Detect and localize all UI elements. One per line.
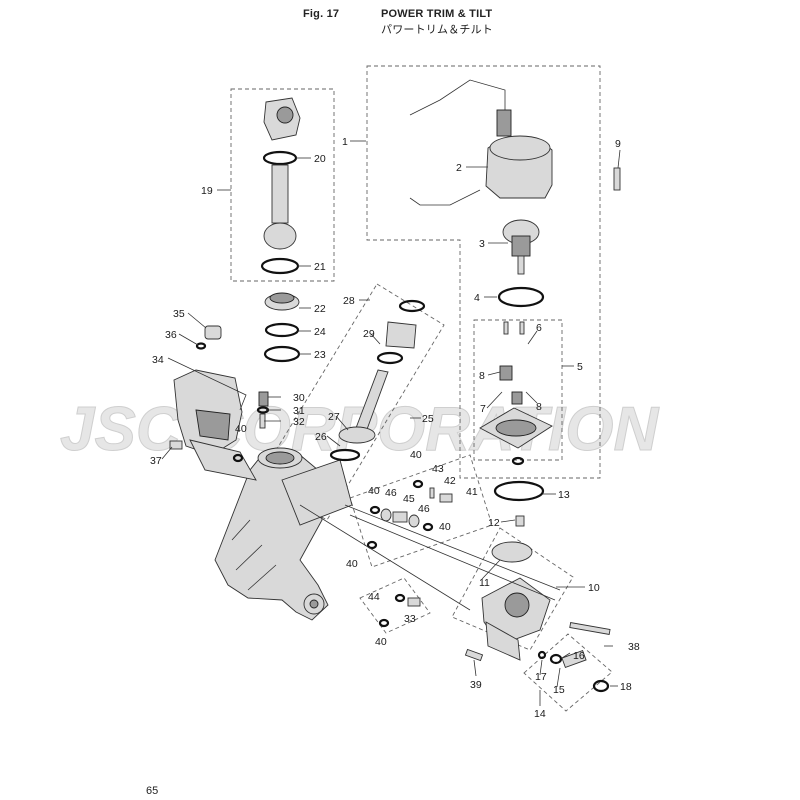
- pump-assembly-frame: [451, 527, 574, 651]
- trim-rod-assembly-frame: [230, 88, 335, 282]
- callout-24: 24: [314, 326, 326, 338]
- callout-19: 19: [201, 185, 213, 197]
- check-valve-frame: [359, 577, 431, 634]
- callout-42: 42: [444, 475, 456, 487]
- callout-26: 26: [315, 431, 327, 443]
- armature-part-3: [497, 219, 545, 308]
- valve-assembly-frame: [349, 454, 493, 568]
- tilt-piston-part-25: [329, 299, 426, 462]
- callout-30: 30: [293, 392, 305, 404]
- callout-14: 14: [534, 708, 546, 720]
- callout-45: 45: [403, 493, 415, 505]
- callout-32: 32: [293, 416, 305, 428]
- pump-part-10: [481, 515, 551, 661]
- diagram-title-japanese: パワートリム＆チルト: [381, 24, 493, 36]
- callout-40f: 40: [375, 636, 387, 648]
- cylinder-seals: [263, 292, 301, 363]
- manual-valve-assembly-frame: [523, 633, 613, 712]
- callout-28: 28: [343, 295, 355, 307]
- callout-39: 39: [470, 679, 482, 691]
- bracket-part-34: [173, 369, 257, 481]
- callout-11: 11: [479, 577, 490, 589]
- callout-4: 4: [474, 292, 480, 304]
- callout-labels: 1 2 3 4 5 6 7 8 8 9 10 11 12 13 14 15 16…: [150, 136, 640, 720]
- callout-18: 18: [620, 681, 632, 693]
- callout-25: 25: [422, 413, 434, 425]
- callout-33: 33: [404, 613, 416, 625]
- callout-12: 12: [488, 517, 500, 529]
- callout-44: 44: [368, 591, 380, 603]
- callout-40e: 40: [346, 558, 358, 570]
- callout-41: 41: [466, 486, 478, 498]
- figure-number: Fig. 17: [303, 8, 340, 20]
- callout-9: 9: [615, 138, 621, 150]
- callout-2: 2: [456, 162, 462, 174]
- tilt-piston-assembly-frame: [257, 283, 445, 521]
- callout-5: 5: [577, 361, 583, 373]
- callout-20: 20: [314, 153, 326, 165]
- trim-rod-part-19: [260, 97, 301, 275]
- callout-10: 10: [588, 582, 600, 594]
- callout-22: 22: [314, 303, 326, 315]
- callout-27: 27: [328, 411, 340, 423]
- page-number: 65: [146, 785, 159, 797]
- callout-21: 21: [314, 261, 326, 273]
- callout-13: 13: [558, 489, 570, 501]
- callout-29: 29: [363, 328, 375, 340]
- callout-31: 31: [293, 405, 305, 417]
- callout-43: 43: [432, 463, 444, 475]
- callout-37: 37: [150, 455, 162, 467]
- callout-16: 16: [573, 650, 585, 662]
- callout-3: 3: [479, 238, 485, 250]
- cylinder-body: [214, 447, 353, 621]
- callout-6: 6: [536, 322, 542, 334]
- callout-38: 38: [628, 641, 640, 653]
- motor-part-2: [409, 79, 553, 206]
- motor-base-assembly-frame: [473, 319, 563, 461]
- diagram-title: POWER TRIM & TILT: [381, 8, 493, 20]
- callout-8a: 8: [479, 370, 485, 382]
- callout-8b: 8: [536, 401, 542, 413]
- callout-34: 34: [152, 354, 164, 366]
- motor-base-part-5: [479, 321, 553, 502]
- callout-40b: 40: [410, 449, 422, 461]
- callout-35: 35: [173, 308, 185, 320]
- callout-46a: 46: [385, 487, 397, 499]
- bolts-and-manual-valve: [464, 167, 621, 693]
- callout-23: 23: [314, 349, 326, 361]
- callout-17: 17: [535, 671, 547, 683]
- callout-36: 36: [165, 329, 177, 341]
- motor-assembly-frame: [366, 65, 601, 479]
- callout-7: 7: [480, 403, 486, 415]
- callout-15: 15: [553, 684, 565, 696]
- callout-1: 1: [342, 136, 348, 148]
- callout-40d: 40: [439, 521, 451, 533]
- callout-40a: 40: [235, 423, 247, 435]
- callout-40c: 40: [368, 485, 380, 497]
- callout-46b: 46: [418, 503, 430, 515]
- leader-lines: [161, 140, 621, 706]
- small-fittings: [169, 325, 270, 463]
- valve-parts: [366, 479, 453, 628]
